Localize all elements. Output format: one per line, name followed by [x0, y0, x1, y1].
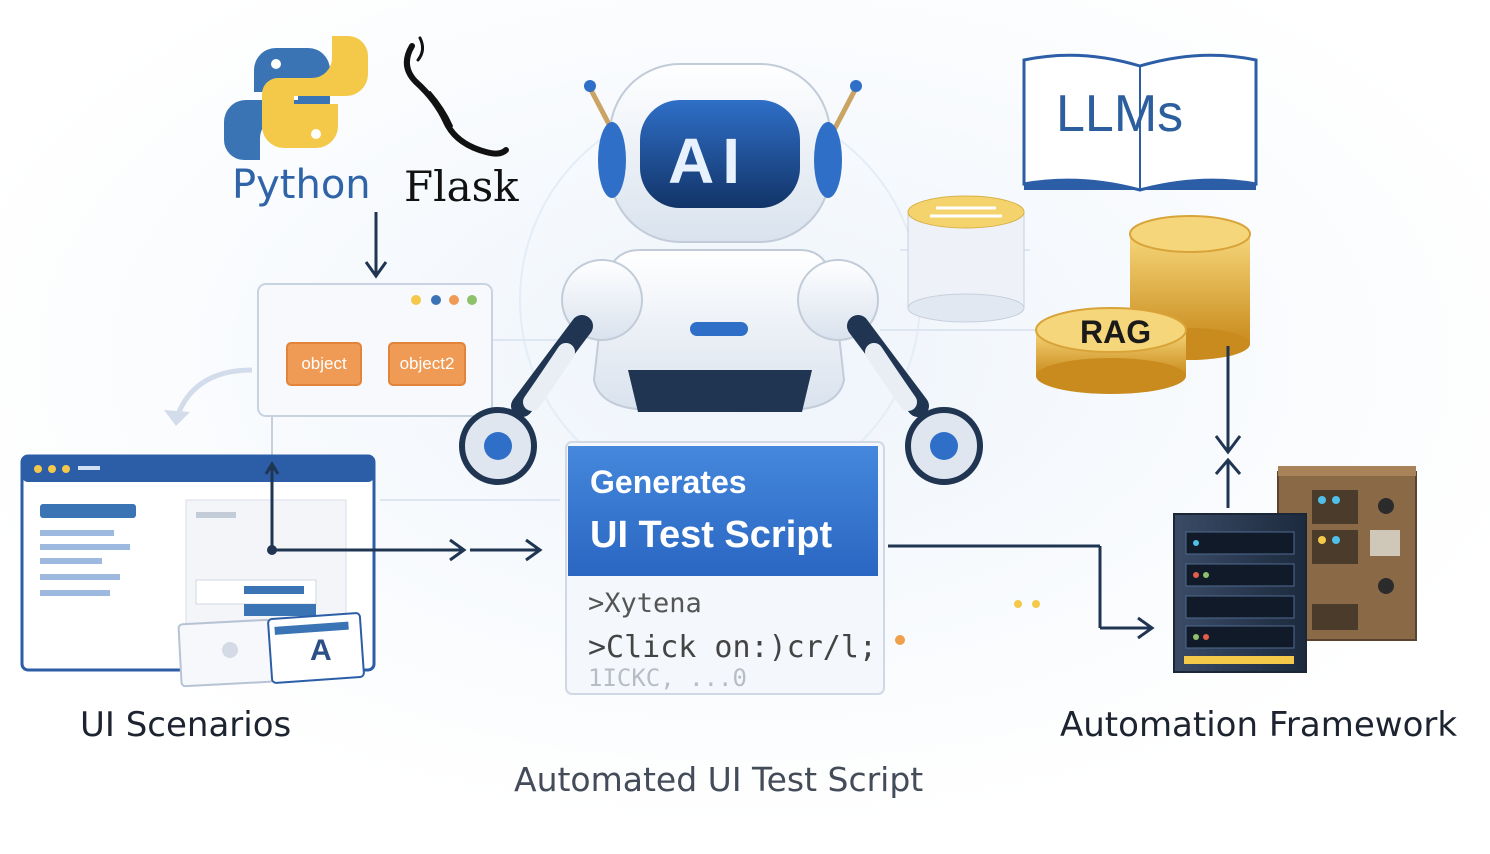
flask-logo-icon: [403, 36, 509, 157]
robot-visor-label: AI: [668, 125, 748, 197]
python-logo-icon: [224, 36, 368, 160]
script-code-line: >Click on:)cr/l;: [588, 630, 877, 665]
scenario-card-letter: A: [310, 634, 332, 667]
ui-scenarios-label: UI Scenarios: [80, 705, 292, 745]
scenarios-to-script-arrow: [264, 461, 543, 562]
python-to-panel-arrow: [364, 212, 388, 279]
script-card-title-line2: UI Test Script: [590, 514, 833, 556]
script-card-title-line1: Generates: [590, 464, 747, 500]
script-code-line: >Xytena: [588, 588, 702, 619]
coin-stack-icon: [1035, 215, 1251, 394]
server-rack-icon: [1173, 466, 1417, 673]
object-button: object: [286, 342, 362, 386]
return-arrow: [173, 367, 253, 421]
automation-framework-label: Automation Framework: [1060, 705, 1458, 745]
footer-caption: Automated UI Test Script: [514, 760, 924, 799]
script-card: [565, 441, 885, 695]
database-icon: [907, 195, 1025, 323]
connector-dot: [267, 545, 277, 555]
llms-label: LLMs: [1056, 85, 1184, 143]
python-label: Python: [232, 162, 371, 208]
book-icon: [1022, 53, 1258, 192]
script-code-line: 1ICKC, ...0: [588, 664, 747, 692]
robot-icon: [459, 63, 983, 485]
rag-label: RAG: [1080, 314, 1152, 350]
decorative-dots: [895, 600, 1040, 645]
rag-to-framework-arrows: [1214, 346, 1242, 508]
return-arrow-head: [164, 410, 190, 426]
scenario-cards: [177, 612, 365, 688]
script-to-framework-arrow: [888, 544, 1155, 640]
flask-label: Flask: [404, 162, 519, 211]
object2-button: object2: [388, 342, 466, 386]
